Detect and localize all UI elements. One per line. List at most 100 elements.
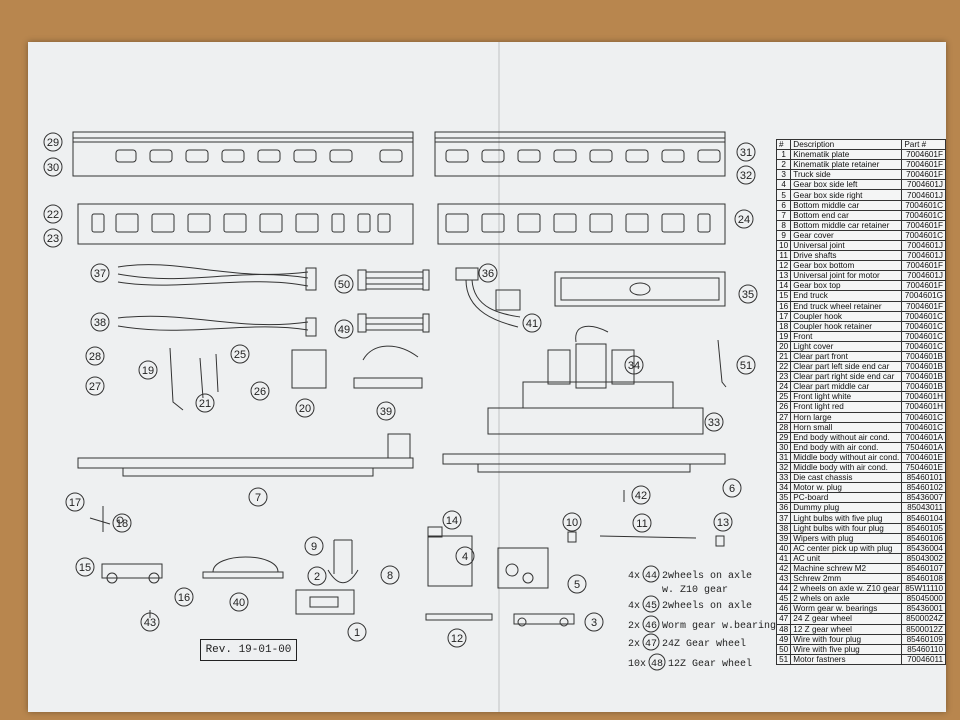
- coupler-hook-drawing: [89, 506, 124, 532]
- callout-label: 18: [116, 518, 128, 530]
- callout-label: 34: [628, 360, 640, 372]
- callout-label: 50: [338, 279, 350, 291]
- callout-circle: [376, 401, 396, 421]
- part-code: 85436007: [901, 492, 946, 504]
- part-code: 7004601B: [901, 381, 946, 393]
- callout-circle: [713, 512, 733, 532]
- part-number-index: 22: [775, 361, 792, 373]
- universal-joint-drawing: [567, 531, 577, 543]
- callout-label: 8: [387, 570, 393, 582]
- part-number-index: 8: [775, 219, 792, 231]
- callout-circle: [65, 492, 85, 512]
- callout: 37: [90, 263, 110, 283]
- part-code: 7004601C: [901, 421, 946, 433]
- part-description: Front: [790, 330, 903, 342]
- callout: 18: [112, 513, 132, 533]
- ac-pickup-drawing: [202, 556, 284, 579]
- part-description: Horn small: [790, 421, 903, 433]
- callout-circle: [455, 546, 475, 566]
- note-text-2: w. Z10 gear: [662, 585, 728, 596]
- callout-circle: [174, 587, 194, 607]
- callout-circle: [248, 487, 268, 507]
- callout-label: 1: [354, 627, 360, 639]
- callout: 6: [722, 478, 742, 498]
- part-code: 85460105: [901, 522, 946, 534]
- callout: 34: [624, 355, 644, 375]
- callout-circle: [738, 284, 758, 304]
- callout: 28: [85, 346, 105, 366]
- parts-table-header: # Description Part #: [775, 138, 946, 151]
- middle-body-drawing: [434, 131, 726, 177]
- callout: 51: [736, 355, 756, 375]
- callout-label: 9: [311, 541, 317, 553]
- callout-circle: [140, 612, 160, 632]
- note-ref: 48: [651, 659, 663, 670]
- part-number-index: 34: [775, 482, 792, 494]
- clear-part-end-car-drawing: [77, 203, 414, 245]
- header-number: #: [775, 138, 792, 151]
- callout-label: 2: [314, 571, 320, 583]
- callout: 12: [447, 628, 467, 648]
- callout: 11: [632, 513, 652, 533]
- callout-label: 32: [740, 170, 752, 182]
- clear-part-middle-car-drawing: [437, 203, 726, 245]
- part-number-index: 36: [775, 502, 792, 514]
- part-description: Worm gear w. bearings: [790, 603, 903, 615]
- part-code: 7004601F: [901, 169, 946, 181]
- callout: 9: [304, 536, 324, 556]
- callout-circle: [562, 512, 582, 532]
- callout: 38: [90, 312, 110, 332]
- callout-label: 51: [740, 360, 752, 372]
- part-code: 7004601C: [901, 310, 946, 322]
- part-code: 7004601F: [901, 159, 946, 171]
- part-description: Universal joint for motor: [790, 270, 903, 282]
- kinematik-plate-drawing: [295, 589, 355, 615]
- part-description: Gear cover: [790, 229, 903, 241]
- callout: 3: [584, 612, 604, 632]
- part-description: End truck wheel retainer: [790, 300, 903, 312]
- part-number-index: 13: [775, 270, 792, 282]
- part-description: Front light white: [790, 391, 903, 403]
- callout-numbers: 2930313222232437385049364135282719212526…: [43, 132, 758, 648]
- callout-label: 28: [89, 351, 101, 363]
- sheet-fold: [498, 42, 500, 712]
- motor-drawing: [547, 325, 635, 389]
- part-number-index: 40: [775, 542, 792, 554]
- part-description: Bottom middle car retainer: [790, 219, 903, 231]
- callout-circle: [230, 344, 250, 364]
- callout: 20: [295, 398, 315, 418]
- callout-label: 15: [79, 562, 91, 574]
- part-description: AC center pick up with plug: [790, 542, 903, 554]
- part-description: Bottom middle car: [790, 199, 903, 211]
- callout: 7: [248, 487, 268, 507]
- part-number-index: 10: [775, 239, 792, 252]
- part-description: Wire with five plug: [790, 643, 903, 655]
- callout-label: 43: [144, 617, 156, 629]
- part-description: Universal joint: [790, 239, 903, 252]
- callout-label: 22: [47, 209, 59, 221]
- callout-circle: [90, 312, 110, 332]
- callout-circle: [624, 355, 644, 375]
- part-code: 7004601B: [901, 350, 946, 363]
- part-description: Schrew 2mm: [790, 573, 903, 585]
- callout-circle: [442, 510, 462, 530]
- part-number-index: 51: [775, 653, 792, 665]
- callout: 16: [174, 587, 194, 607]
- part-code: 7004601G: [901, 290, 946, 302]
